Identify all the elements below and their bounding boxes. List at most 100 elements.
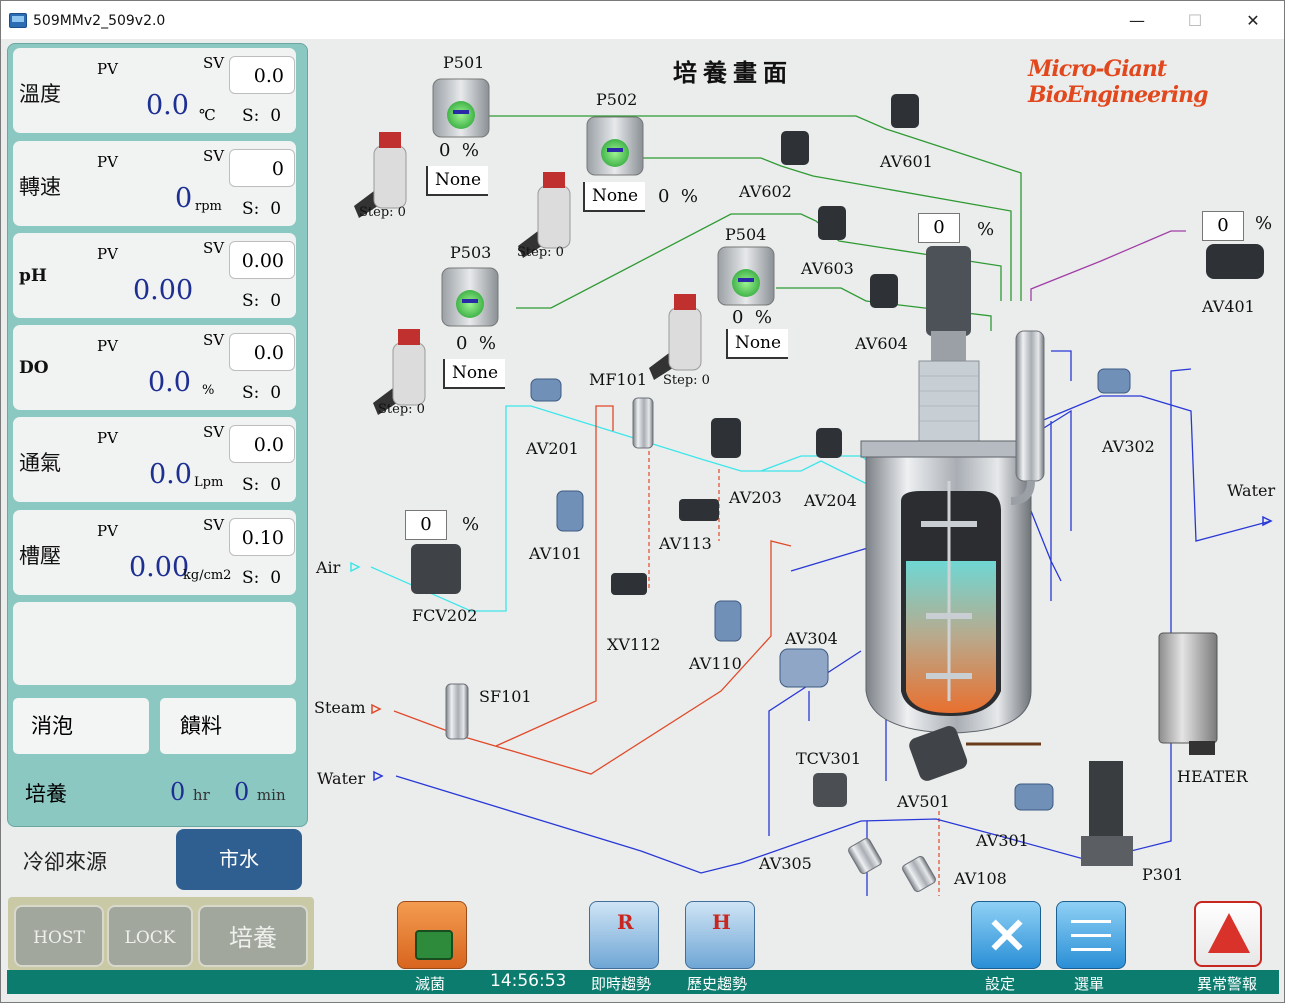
sterilize-label[interactable]: 滅菌	[415, 975, 446, 993]
pump-p502-mode[interactable]: None	[583, 182, 645, 212]
menu-label[interactable]: 選單	[1074, 975, 1105, 993]
pv-unit: kg/cm2	[183, 568, 232, 583]
param-card-speed[interactable]: 轉速 PV SV 0 0 rpm S: 0	[13, 141, 296, 226]
param-card-pressure[interactable]: 槽壓 PV SV 0.10 0.00 kg/cm2 S: 0	[13, 510, 296, 595]
filter-mf101-label[interactable]: MF101	[589, 370, 648, 389]
valve-av601-label[interactable]: AV601	[880, 152, 933, 171]
empty-card	[13, 602, 296, 685]
sv-value[interactable]: 0.10	[229, 518, 295, 556]
feed-button[interactable]: 饋料	[160, 698, 296, 754]
maximize-button[interactable]: ☐	[1187, 11, 1203, 30]
sv-value[interactable]: 0.0	[229, 56, 295, 94]
valve-av401-label[interactable]: AV401	[1202, 297, 1255, 316]
pump-p301-label[interactable]: P301	[1142, 865, 1184, 884]
valve-av203-label[interactable]: AV203	[729, 488, 782, 507]
pv-value: 0	[175, 183, 193, 214]
pump-p504-mode[interactable]: None	[726, 329, 788, 359]
culture-mode-button[interactable]: 培養	[198, 905, 308, 967]
circulation-pump	[1081, 761, 1133, 866]
pv-value: 0.0	[146, 90, 189, 121]
valve-av603-label[interactable]: AV603	[801, 259, 854, 278]
realtime-trend-icon[interactable]: R	[589, 901, 659, 969]
valve-fcv202-label[interactable]: FCV202	[412, 606, 478, 625]
av401-percent-box[interactable]: 0	[1202, 211, 1244, 241]
av401-percent-sign: %	[1255, 213, 1273, 234]
valve-av108-label[interactable]: AV108	[954, 869, 1007, 888]
valve-av501-label[interactable]: AV501	[897, 792, 950, 811]
pv-value: 0.0	[149, 459, 192, 490]
window-title: 509MMv2_509v2.0	[33, 13, 166, 29]
param-card-ph[interactable]: pH PV SV 0.00 0.00 S: 0	[13, 233, 296, 318]
sv-label: SV	[203, 516, 225, 534]
s-label: S: 0	[242, 106, 282, 126]
filter-sf101-label[interactable]: SF101	[479, 687, 532, 706]
settings-tools-icon[interactable]	[971, 901, 1041, 969]
status-bar	[7, 970, 1279, 994]
pump-p504-label: P504	[725, 225, 767, 244]
sv-value[interactable]: 0.00	[229, 241, 295, 279]
cooling-source-label: 冷卻來源	[23, 850, 107, 874]
valve-av301-label[interactable]: AV301	[976, 831, 1029, 850]
settings-label[interactable]: 設定	[985, 975, 1016, 993]
pump-p502-percent: 0 %	[658, 186, 699, 207]
valve-av302-label[interactable]: AV302	[1102, 437, 1155, 456]
valve-av604-label[interactable]: AV604	[855, 334, 908, 353]
param-name: 轉速	[19, 175, 61, 199]
pump-p501-mode[interactable]: None	[426, 166, 488, 196]
host-button[interactable]: HOST	[14, 905, 104, 967]
history-trend-icon[interactable]: H	[685, 901, 755, 969]
valve-xv112-label[interactable]: XV112	[607, 635, 661, 654]
valve-av204-label[interactable]: AV204	[804, 491, 857, 510]
param-card-temperature[interactable]: 溫度 PV SV 0.0 0.0 ℃ S: 0	[13, 48, 296, 133]
valve-av304-label[interactable]: AV304	[785, 629, 838, 648]
sv-value[interactable]: 0.0	[229, 425, 295, 463]
fcv202-percent-box[interactable]: 0	[405, 510, 447, 540]
pv-value: 0.00	[133, 275, 194, 306]
pump-p503-percent: 0 %	[456, 333, 497, 354]
close-button[interactable]: ✕	[1246, 11, 1260, 30]
param-card-do[interactable]: DO PV SV 0.0 0.0 % S: 0	[13, 325, 296, 410]
process-diagram	[350, 78, 1273, 896]
valve-tcv301-label[interactable]: TCV301	[796, 749, 862, 768]
sv-value[interactable]: 0	[229, 149, 295, 187]
valve-av201-label[interactable]: AV201	[526, 439, 579, 458]
feed-bottles	[354, 132, 702, 415]
alarm-label[interactable]: 異常警報	[1197, 975, 1258, 993]
realtime-trend-label[interactable]: 即時趨勢	[591, 975, 652, 993]
bioreactor-vessel	[860, 246, 1045, 781]
heater-label[interactable]: HEATER	[1177, 767, 1248, 786]
feed-lines	[489, 115, 1022, 331]
pump-p502-step: Step: 0	[517, 245, 564, 260]
valve-av101-label[interactable]: AV101	[529, 544, 582, 563]
title-bar: 509MMv2_509v2.0 — ☐ ✕	[1, 1, 1284, 39]
pump-p501-label: P501	[443, 53, 485, 72]
alarm-warning-icon[interactable]	[1194, 901, 1262, 967]
pv-label: PV	[97, 245, 118, 263]
valve-av110-label[interactable]: AV110	[689, 654, 742, 673]
culture-label: 培養	[25, 782, 67, 806]
pv-unit: rpm	[195, 199, 222, 214]
valve-av113-label[interactable]: AV113	[659, 534, 712, 553]
param-card-aeration[interactable]: 通氣 PV SV 0.0 0.0 Lpm S: 0	[13, 417, 296, 502]
valve-av305-label[interactable]: AV305	[759, 854, 812, 873]
pump-p501-step: Step: 0	[359, 205, 406, 220]
menu-list-icon[interactable]	[1056, 901, 1126, 969]
sv-value[interactable]: 0.0	[229, 333, 295, 371]
lock-button[interactable]: LOCK	[107, 905, 193, 967]
pump-p502-label: P502	[596, 90, 638, 109]
valve-av602-label[interactable]: AV602	[739, 182, 792, 201]
app-icon	[9, 13, 27, 28]
s-label: S: 0	[242, 475, 282, 495]
s-label: S: 0	[242, 383, 282, 403]
sterilize-icon[interactable]	[397, 901, 467, 969]
sv-label: SV	[203, 147, 225, 165]
agitator-percent-sign: %	[977, 219, 995, 240]
minimize-button[interactable]: —	[1129, 11, 1145, 30]
pump-p503-mode[interactable]: None	[443, 359, 505, 389]
page-title: 培養畫面	[673, 59, 793, 87]
history-trend-label[interactable]: 歷史趨勢	[687, 975, 748, 993]
antifoam-button[interactable]: 消泡	[13, 698, 149, 754]
agitator-percent-box[interactable]: 0	[918, 213, 960, 243]
cooling-source-button[interactable]: 市水	[176, 829, 302, 890]
